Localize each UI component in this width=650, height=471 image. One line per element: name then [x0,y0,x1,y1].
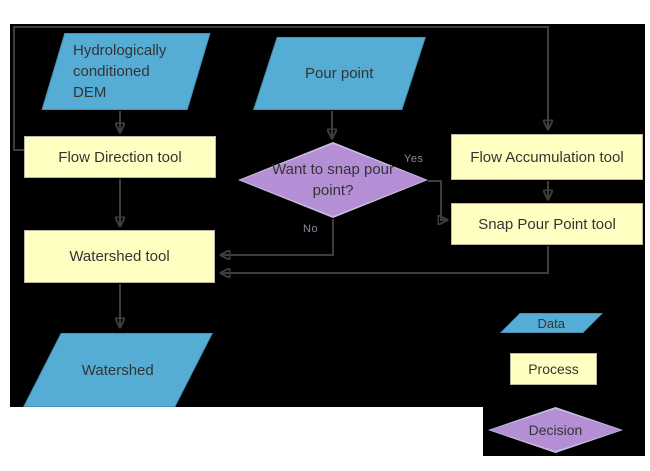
arrow-snappourpoint-to-watershedtool [221,246,549,273]
node-watershed-tool: Watershed tool [24,230,215,283]
arrow-flowdirection-to-flowaccumulation [13,26,548,151]
arrow-decision-no-to-watershedtool [221,219,334,255]
node-flow-direction-label: Flow Direction tool [58,148,182,166]
node-decision-want-to-snap: Want to snap pour point? [238,142,428,218]
legend-data-label: Data [537,315,566,331]
node-flow-accumulation-label: Flow Accumulation tool [470,148,624,166]
node-pour-point: Pour point [253,37,426,110]
legend-process-label: Process [528,360,579,377]
legend-item-decision: Decision [488,407,623,453]
edge-label-yes: Yes [404,153,424,165]
node-flow-direction-tool: Flow Direction tool [24,136,216,178]
node-snap-pour-point-label: Snap Pour Point tool [478,215,616,233]
node-flow-accumulation-tool: Flow Accumulation tool [451,134,643,180]
legend-decision-label: Decision [528,422,583,438]
node-decision-label: Want to snap pour point? [272,161,395,199]
node-pour-point-label: Pour point [305,65,374,82]
arrow-decision-yes-to-snappourpoint [428,180,447,220]
node-watershed-output-label: Watershed [82,361,154,379]
node-snap-pour-point-tool: Snap Pour Point tool [451,203,643,245]
node-dem-label: Hydrologically conditioned DEM [73,42,167,101]
legend-item-process: Process [510,353,597,385]
node-watershed-tool-label: Watershed tool [69,248,170,265]
node-hydrologically-conditioned-dem: Hydrologically conditioned DEM [41,33,211,110]
edge-label-no: No [303,223,319,235]
